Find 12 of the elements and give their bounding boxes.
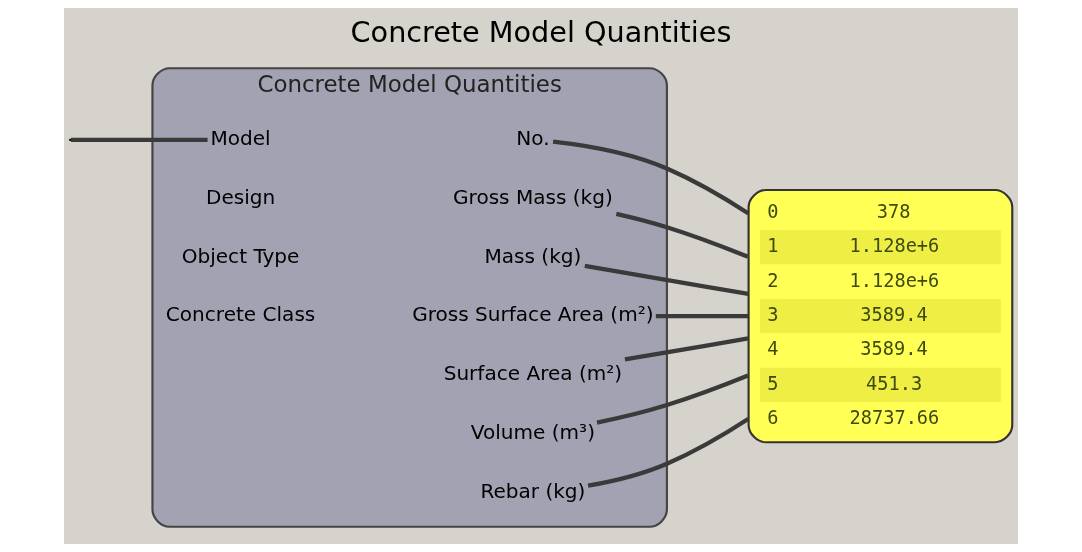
node-text: Gross Mass (kg) [453,184,613,209]
node-text: Model [210,126,271,151]
node-text: Volume (m³) [470,419,595,444]
node-text: Rebar (kg) [480,478,586,503]
node-text: Surface Area (m²) [443,361,623,386]
diagram-title: Concrete Model Quantities [350,15,732,50]
node-text: Gross Surface Area (m²) [412,302,654,327]
node-text: No. [516,126,550,151]
node-text: Object Type [181,243,300,268]
node-text: Concrete Class [165,302,316,327]
node-text: Mass (kg) [484,243,582,268]
node-text: Design [205,184,276,209]
